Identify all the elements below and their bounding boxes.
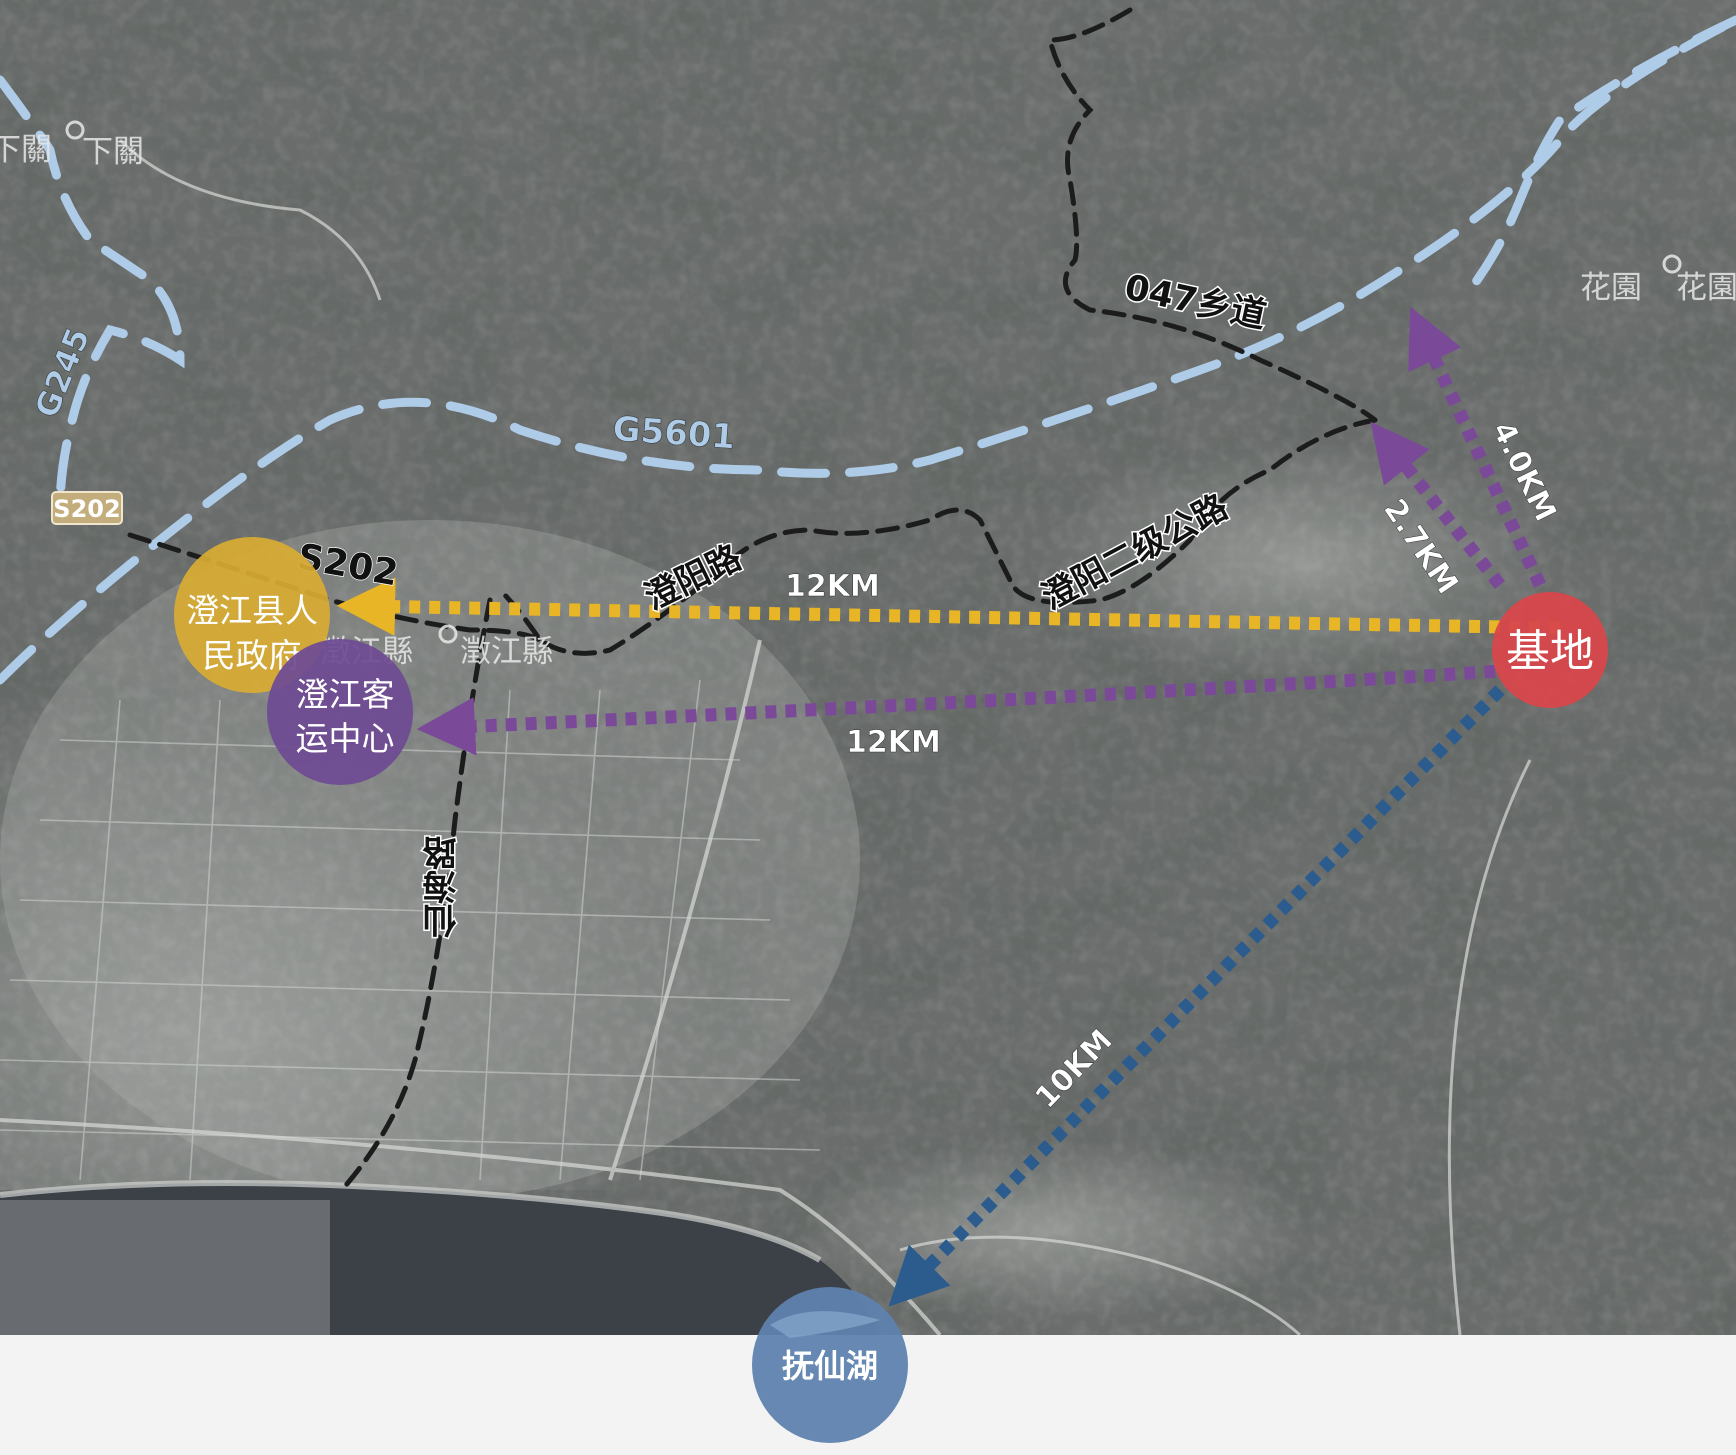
route-base-to-bus — [416, 659, 1576, 756]
road-g5601 — [0, 15, 1736, 685]
s202-shield: S202 — [51, 491, 123, 525]
label-xianhai-road: 仙海路 — [423, 836, 463, 938]
label-g5601: G5601 — [611, 409, 736, 457]
distance-to-bus: 12KM — [846, 725, 941, 760]
route-layer — [336, 306, 1576, 1307]
route-base-to-road-b — [1408, 306, 1546, 588]
expressway-layer — [0, 15, 1736, 685]
label-huayuan-left: 花園 — [1580, 270, 1642, 306]
marker-gov-line1: 澄江县人 — [186, 591, 318, 630]
route-base-to-road-a — [1370, 421, 1506, 590]
road-g245-branch — [1465, 15, 1736, 295]
label-s202-shield: S202 — [53, 495, 120, 523]
marker-base-label: 基地 — [1506, 626, 1594, 677]
label-huayuan-right: 花園 — [1676, 270, 1736, 306]
marker-base[interactable]: 基地 — [1492, 592, 1608, 708]
marker-bus-line2: 运中心 — [296, 719, 395, 758]
label-county-b: 澂江縣 — [460, 634, 553, 670]
label-xiaguan-left: 下關 — [0, 132, 52, 168]
road-xiang047 — [1046, 7, 1378, 423]
marker-bus-line1: 澄江客 — [296, 675, 395, 714]
marker-lake-label: 抚仙湖 — [782, 1347, 878, 1385]
marker-bus[interactable]: 澄江客 运中心 — [267, 639, 413, 785]
marker-lake[interactable]: 抚仙湖 — [752, 1287, 908, 1443]
road-chengyang-secondary — [497, 417, 1378, 656]
route-base-to-gov — [336, 577, 1561, 636]
minor-roads — [0, 138, 1532, 1335]
field-grid — [0, 679, 821, 1181]
label-xiaguan-right: 下關 — [82, 134, 144, 170]
distance-to-gov: 12KM — [785, 569, 880, 604]
aerial-basemap — [0, 0, 1736, 1335]
road-g245 — [0, 75, 185, 515]
route-base-to-lake — [888, 685, 1505, 1307]
